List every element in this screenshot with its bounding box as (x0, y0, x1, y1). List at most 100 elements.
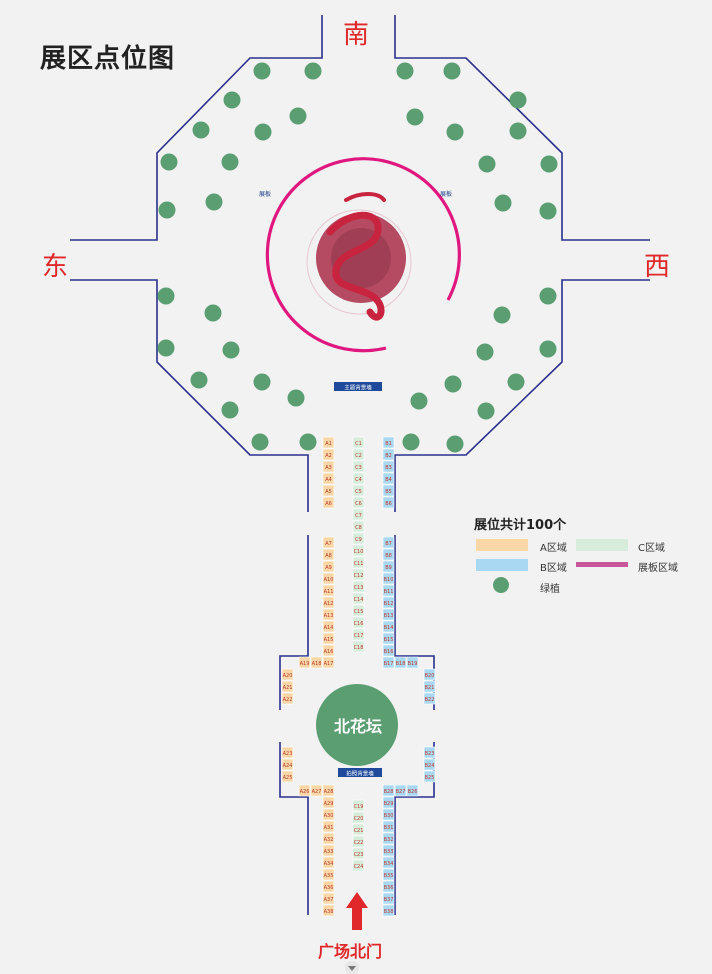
plant-icon (494, 194, 512, 212)
plant-icon (204, 304, 222, 322)
booth-rect (322, 560, 335, 573)
booth-b3: B3 (382, 460, 395, 473)
booth-label: B10 (384, 577, 394, 583)
booth-label: A16 (324, 649, 334, 655)
plant-icon (299, 433, 317, 451)
page-title: 展区点位图 (40, 44, 176, 74)
booth-b14: B14 (382, 620, 395, 633)
booth-label: C13 (354, 585, 364, 591)
booth-rect (382, 656, 395, 669)
booth-label: C1 (355, 441, 362, 447)
booth-rect (352, 532, 365, 545)
booth-c2: C2 (352, 448, 365, 461)
booth-rect (352, 592, 365, 605)
booth-label: C7 (355, 513, 362, 519)
booth-rect (382, 496, 395, 509)
booth-label: B17 (384, 661, 394, 667)
legend-label-b: B区域 (540, 563, 567, 574)
booth-label: A30 (324, 813, 334, 819)
booth-label: A19 (300, 661, 310, 667)
booth-label: A31 (324, 825, 334, 831)
booth-b28: B28 (382, 784, 395, 797)
booth-a22: A22 (281, 692, 294, 705)
booth-b19: B19 (406, 656, 419, 669)
sculpture-ribbon-top (344, 192, 386, 202)
booth-label: B4 (385, 477, 392, 483)
booth-label: B36 (384, 885, 394, 891)
booth-a9: A9 (322, 560, 335, 573)
panel-arc (265, 157, 461, 353)
booth-label: B27 (396, 789, 406, 795)
booth-b34: B34 (382, 856, 395, 869)
compass-west: 西 (644, 252, 671, 282)
booth-rect (382, 472, 395, 485)
booth-label: B9 (385, 565, 392, 571)
booth-c24: C24 (352, 859, 365, 872)
booth-rect (352, 835, 365, 848)
booth-label: B24 (425, 763, 435, 769)
booth-rect (382, 892, 395, 905)
plant-icon (253, 62, 271, 80)
booth-b25: B25 (423, 770, 436, 783)
booth-label: B15 (384, 637, 394, 643)
booth-a27: A27 (310, 784, 323, 797)
panel-label-left: 展板 (259, 190, 271, 198)
booth-label: C22 (354, 840, 364, 846)
plant-icon (253, 373, 271, 391)
booth-a31: A31 (322, 820, 335, 833)
booth-rect (310, 656, 323, 669)
booth-rect (322, 484, 335, 497)
plant-icon (157, 287, 175, 305)
booth-b2: B2 (382, 448, 395, 461)
booth-rect (322, 880, 335, 893)
booth-rect (322, 448, 335, 461)
booth-label: C8 (355, 525, 362, 531)
booth-c6: C6 (352, 496, 365, 509)
booth-c20: C20 (352, 811, 365, 824)
booth-c16: C16 (352, 616, 365, 629)
booth-label: B5 (385, 489, 392, 495)
legend-swatch-c (576, 539, 628, 551)
plant-icon (287, 389, 305, 407)
booth-a5: A5 (322, 484, 335, 497)
booth-b10: B10 (382, 572, 395, 585)
booth-label: B29 (384, 801, 394, 807)
booth-rect (382, 572, 395, 585)
plant-icon (446, 435, 464, 453)
booth-rect (322, 472, 335, 485)
booth-label: C5 (355, 489, 362, 495)
booth-b8: B8 (382, 548, 395, 561)
booth-label: B26 (408, 789, 418, 795)
booth-rect (352, 436, 365, 449)
booth-b17: B17 (382, 656, 395, 669)
booth-label: B22 (425, 697, 435, 703)
booth-rect (322, 856, 335, 869)
booth-rect (382, 880, 395, 893)
booth-label: A35 (324, 873, 334, 879)
booth-rect (322, 820, 335, 833)
booth-rect (322, 784, 335, 797)
booth-label: A13 (324, 613, 334, 619)
booth-rect (322, 460, 335, 473)
booth-a16: A16 (322, 644, 335, 657)
plant-icon (205, 193, 223, 211)
plant-icon (509, 122, 527, 140)
booth-rect (406, 784, 419, 797)
booth-label: C21 (354, 828, 364, 834)
legend-swatch-a (476, 539, 528, 551)
booth-a14: A14 (322, 620, 335, 633)
venue-walls (70, 15, 650, 915)
booth-rect (382, 536, 395, 549)
booth-label: A1 (325, 441, 332, 447)
booth-b1: B1 (382, 436, 395, 449)
photo-wall-label: 拍照背景墙 (346, 770, 374, 778)
booth-label: A10 (324, 577, 334, 583)
booth-c7: C7 (352, 508, 365, 521)
booth-a35: A35 (322, 868, 335, 881)
booth-b18: B18 (394, 656, 407, 669)
booth-label: B11 (384, 589, 394, 595)
booth-rect (322, 536, 335, 549)
booth-label: A3 (325, 465, 332, 471)
booth-a26: A26 (298, 784, 311, 797)
booth-rect (352, 799, 365, 812)
